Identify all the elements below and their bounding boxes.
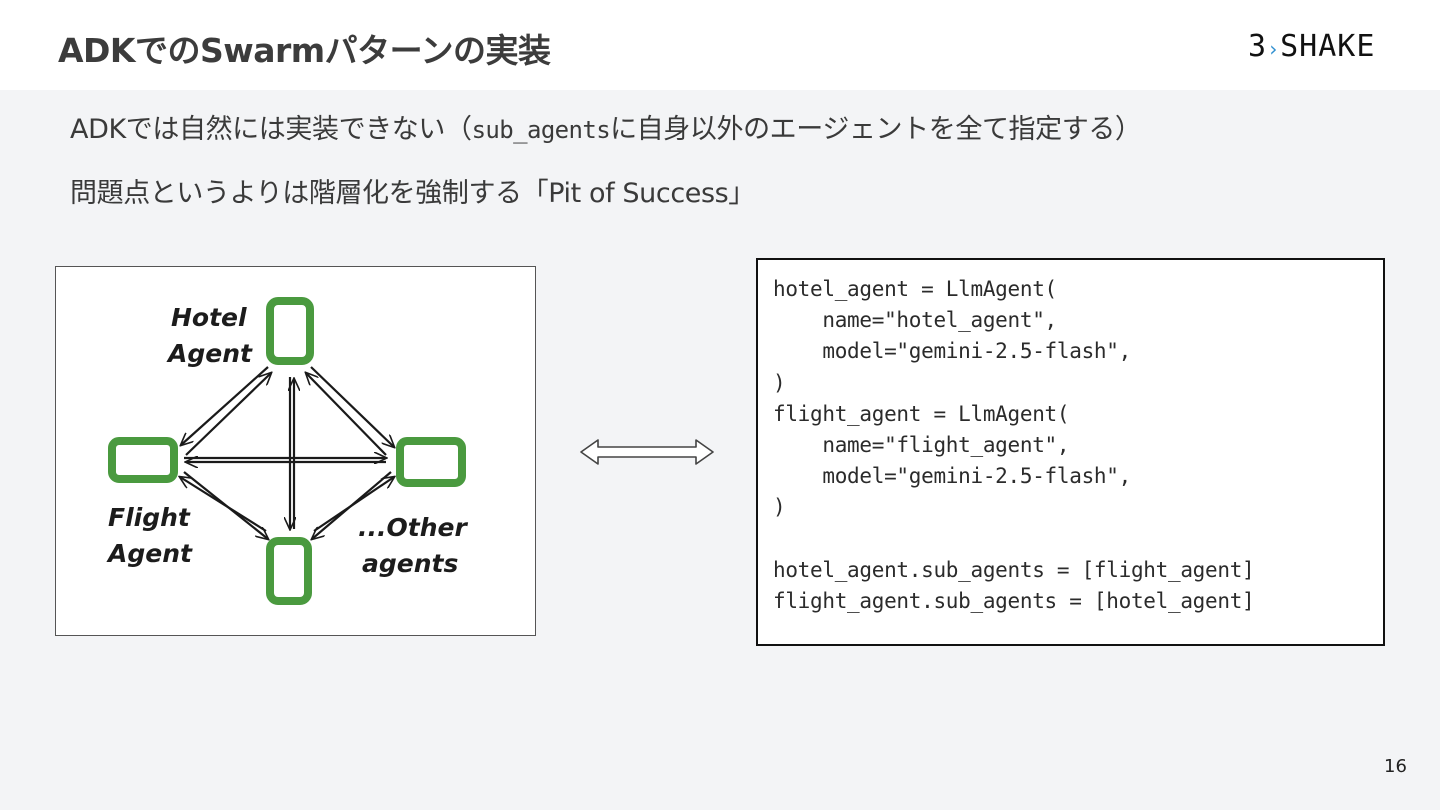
slide-header: ADKでのSwarmパターンの実装 3›SHAKE [0,0,1440,90]
other-label-1: ...Other [358,513,467,542]
code-block: hotel_agent = LlmAgent( name="hotel_agen… [756,258,1385,646]
double-arrow-icon [580,439,714,465]
page-title: ADKでのSwarmパターンの実装 [58,31,551,70]
page-number: 16 [1384,756,1407,777]
other-agent-node [396,437,466,487]
other-label-2: agents [362,549,459,578]
bullet-1-pre: ADKでは自然には実装できない（ [70,114,472,145]
hotel-label-1: Hotel [171,303,247,332]
bullet-pit-of-success: 問題点というよりは階層化を強制する「Pit of Success」 [70,178,755,209]
bullet-1-post: に自身以外のエージェントを全て指定する） [610,114,1142,145]
flight-label-2: Agent [108,539,192,568]
bottom-agent-node [266,537,312,605]
swarm-diagram-svg [108,297,466,605]
logo-text: 3›SHAKE [1248,28,1376,64]
bullet-adk-implementation: ADKでは自然には実装できない（sub_agentsに自身以外のエージェントを全… [70,107,1142,146]
hotel-agent-node [266,297,314,365]
flight-agent-node [108,437,178,483]
hotel-label-2: Agent [168,339,252,368]
swarm-diagram: Hotel Agent Flight Agent ...Other agents [55,266,536,636]
edge-bottom-other [313,477,394,532]
edge-hotel-other [310,366,394,447]
edge-flight-hotel [185,373,271,456]
edge-hotel-flight [181,366,269,445]
flight-label-1: Flight [108,503,190,532]
company-logo: 3›SHAKE [1248,28,1375,64]
code-text: hotel_agent = LlmAgent( name="hotel_agen… [773,277,1255,614]
edge-other-hotel [306,373,387,456]
bullet-1-code: sub_agents [471,116,611,144]
edge-bottom-flight [180,477,267,532]
